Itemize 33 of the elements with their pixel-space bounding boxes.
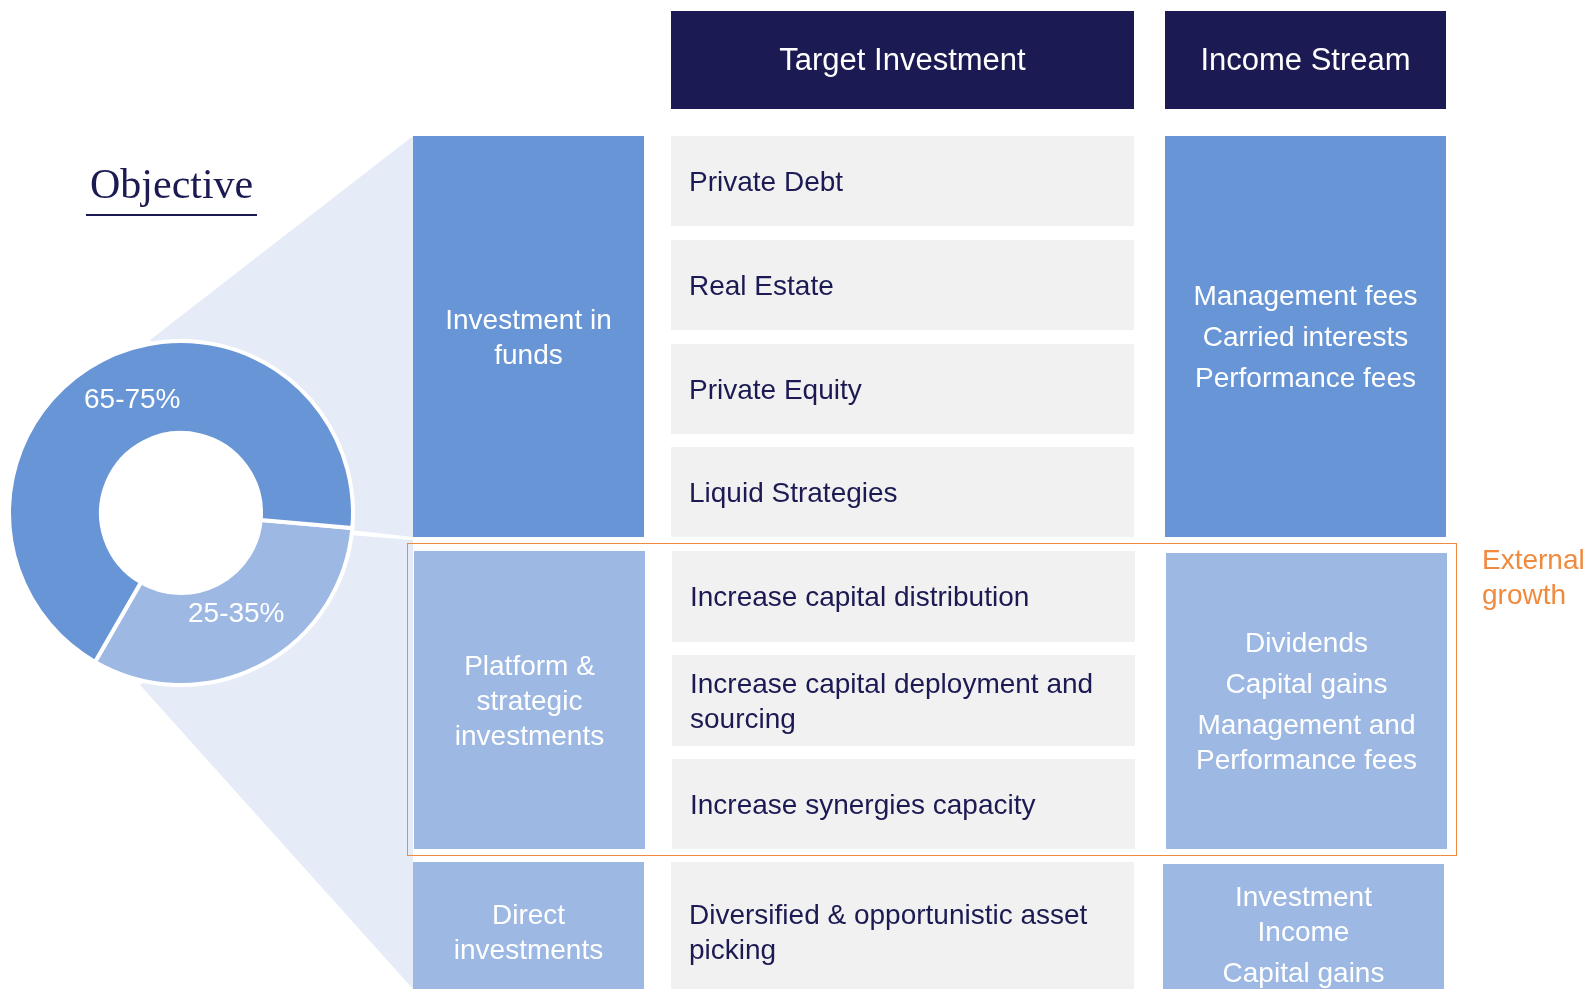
income-panel xyxy=(1163,864,1444,989)
income-text: Investment Income xyxy=(1234,879,1373,949)
income-panel xyxy=(1165,136,1446,537)
income-text: Capital gains xyxy=(1225,667,1388,701)
category-text: Investment in funds xyxy=(444,302,613,372)
income-text: Performance fees xyxy=(1195,361,1416,395)
income-text: Management fees xyxy=(1193,279,1418,313)
income-text: Carried interests xyxy=(1202,320,1409,354)
income-text: Capital gains xyxy=(1222,955,1385,989)
income-text: Management and Performance fees xyxy=(1195,708,1418,777)
column-header xyxy=(671,11,1134,109)
investment-text: Liquid Strategies xyxy=(689,475,899,510)
investment-text: Increase capital deployment and sourcing xyxy=(690,666,1095,736)
investment-text: Increase synergies capacity xyxy=(690,787,1037,822)
percent-label: 65-75% xyxy=(84,383,181,415)
column-header xyxy=(1165,11,1446,109)
category-panel xyxy=(414,551,645,849)
investment-text: Increase capital distribution xyxy=(690,580,1031,614)
investment-text: Real Estate xyxy=(689,268,835,303)
header-text: Income Stream xyxy=(1200,42,1411,78)
category-panel xyxy=(413,862,644,989)
investment-text: Diversified & opportunistic asset picking xyxy=(689,898,1089,967)
category-panel xyxy=(413,136,644,537)
frame-label: External growth xyxy=(1482,543,1586,612)
percent-label: 25-35% xyxy=(188,597,285,629)
category-text: Direct investments xyxy=(452,898,605,967)
investment-text: Private Equity xyxy=(689,372,863,407)
title: Objective xyxy=(86,160,258,216)
header-text: Target Investment xyxy=(779,42,1026,78)
investment-text: Private Debt xyxy=(689,164,845,199)
income-panel xyxy=(1166,553,1447,849)
category-text: Platform & strategic investments xyxy=(453,648,606,753)
income-text: Dividends xyxy=(1245,626,1368,660)
